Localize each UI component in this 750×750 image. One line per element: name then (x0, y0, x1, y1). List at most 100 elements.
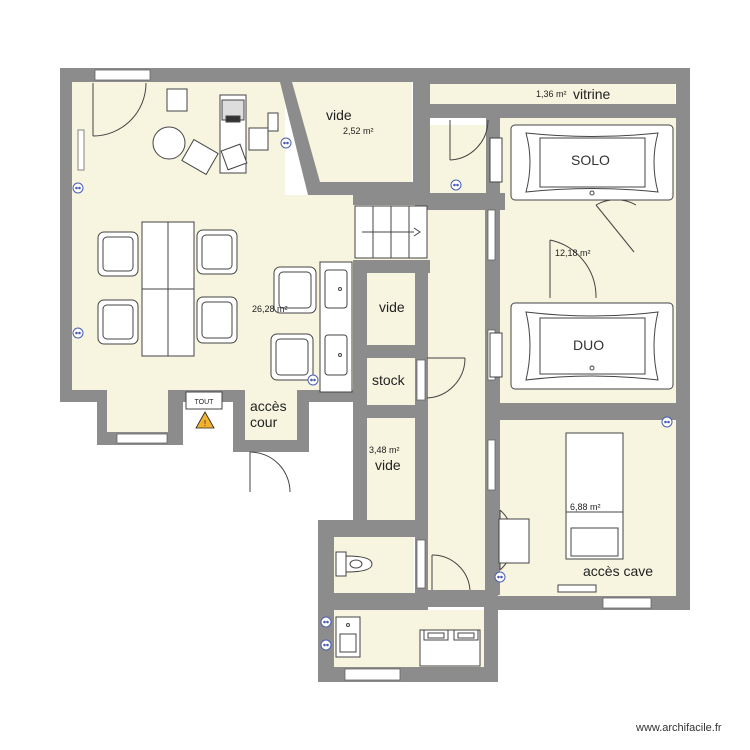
wall-wc-bottom (318, 593, 428, 610)
bedroom-desk (498, 518, 530, 564)
wall-right (676, 68, 690, 608)
wall-bath-right (484, 590, 498, 682)
washing-machines (419, 629, 481, 667)
armchair (166, 88, 188, 112)
area-spa: 12,18 m² (555, 248, 591, 258)
tout-sign: TOUT (195, 399, 215, 406)
svg-text:!: ! (204, 419, 206, 428)
label-vide-low: vide (375, 457, 401, 473)
window-bedroom (602, 597, 652, 609)
wall-vide-low-bottom (318, 520, 428, 537)
door-closet (449, 119, 489, 161)
window-stock (416, 359, 426, 401)
outlet-icon (320, 639, 332, 651)
label-vide-mid: vide (379, 299, 405, 315)
label-tub-solo: SOLO (571, 152, 610, 168)
area-vide-low: 3,48 m² (369, 445, 400, 455)
window-corridor-a (487, 209, 496, 261)
door-courtyard (249, 451, 291, 493)
wall-vide-right (413, 68, 430, 195)
floor-corridor (428, 210, 496, 590)
outlet-icon (72, 327, 84, 339)
side-chair (267, 112, 279, 132)
wall-stairs-top (353, 195, 430, 205)
bathroom-sink (335, 616, 361, 658)
wall-top-left (60, 68, 285, 82)
label-acces-cave: accès cave (583, 563, 654, 579)
outlet-icon (494, 571, 506, 583)
wall-vide-bottom (308, 182, 428, 195)
window-bay (116, 433, 168, 444)
staircase (354, 205, 428, 259)
area-vitrine: 1,36 m² (536, 89, 567, 99)
wall-stock-bottom (353, 405, 428, 418)
area-main-room: 26,28 m² (252, 304, 288, 314)
area-bedroom: 6,88 m² (570, 502, 601, 512)
wall-left (60, 68, 72, 402)
corridor-fixtures (489, 137, 503, 378)
floor-courtyard-access (245, 390, 297, 440)
window-bathroom (344, 668, 401, 681)
wall-bottom-right-main (297, 390, 367, 402)
label-stock: stock (372, 372, 405, 388)
outlet-icon (72, 182, 84, 194)
area-vide-top: 2,52 m² (343, 126, 374, 136)
label-cour: cour (250, 414, 278, 430)
outlet-icon (450, 179, 462, 191)
tub-duo (510, 302, 674, 390)
wall-corridor-bottom (415, 590, 498, 607)
door-wc (431, 554, 471, 591)
outlet-icon (661, 416, 673, 428)
wall-court-bottom (233, 440, 309, 452)
floor-bay-window (100, 390, 168, 432)
wall-bay-left (97, 390, 107, 445)
label-vitrine: vitrine (573, 86, 611, 102)
floor-vide-top (292, 82, 412, 192)
round-table (152, 126, 186, 160)
floor-vide-low (367, 418, 415, 520)
warning-icon (195, 411, 215, 429)
wall-court-left (233, 390, 245, 452)
wall-court-right (297, 390, 309, 452)
window-corridor-c (487, 439, 496, 491)
desk-area (152, 88, 279, 176)
door-main-top (92, 82, 147, 137)
floor-vide-mid (367, 273, 415, 345)
door-spa-inner (549, 239, 597, 299)
outlets (72, 137, 673, 651)
keyboard (220, 143, 248, 171)
wall-bottom-left-a (60, 390, 100, 402)
toilet (335, 551, 373, 577)
outlet-icon (320, 616, 332, 628)
wall-top-mid (280, 68, 415, 82)
tub-solo (510, 124, 674, 201)
label-tub-duo: DUO (573, 337, 605, 353)
window-left (77, 129, 85, 171)
doors (92, 82, 637, 591)
label-acces: accès (250, 398, 287, 414)
wall-bedroom-bottom (485, 596, 690, 610)
floor-vitrine (430, 84, 675, 104)
window-top-main (94, 69, 151, 81)
wall-spa-bottom (485, 403, 690, 420)
bedroom-shelf (557, 584, 597, 593)
wall-bay-right (168, 390, 183, 445)
armchair (248, 127, 269, 151)
dining-set (97, 221, 317, 381)
armchair (181, 138, 219, 176)
wall-vide-mid-bottom (353, 345, 428, 358)
wall-top-right (415, 68, 690, 84)
wall-vide-diagonal (280, 82, 320, 195)
floors (72, 82, 676, 667)
wall-column-left (353, 260, 367, 530)
floor-stock (367, 358, 415, 405)
outlet-icon (307, 374, 319, 386)
outlet-icon (280, 137, 292, 149)
window-wc (416, 539, 426, 589)
vanity (319, 261, 353, 393)
appliance: TOUT ! (185, 391, 223, 429)
archifacile-link[interactable]: www.archifacile.fr (636, 722, 722, 734)
label-vide-top: vide (326, 107, 352, 123)
bed (565, 432, 624, 560)
